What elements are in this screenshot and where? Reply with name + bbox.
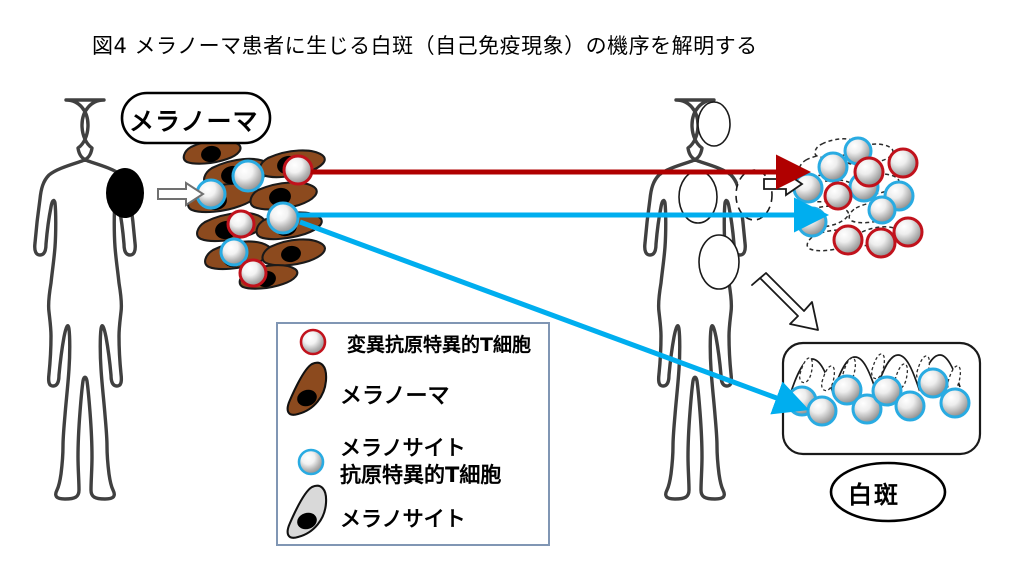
vitiligo-callout-label: 白斑 xyxy=(848,481,900,509)
vitiligo-callout-bubble xyxy=(829,461,947,523)
abdomen-patch xyxy=(698,234,740,290)
tcell-spheres-in-skin-cluster xyxy=(792,136,924,259)
legend-label-melanocyte: メラノサイト xyxy=(340,507,466,531)
legend-panel xyxy=(276,322,550,546)
legend-label-mutant-antigen-tcell: 変異抗原特異的T細胞 xyxy=(347,334,531,356)
patient-with-melanoma xyxy=(33,98,144,501)
melanocyte-antigen-tcell-to-skin-arrow xyxy=(299,219,810,415)
figure-title: 図4 メラノーマ患者に生じる白斑（自己免疫現象）の機序を解明する xyxy=(92,34,758,58)
legend-label-melanocyte-tcell-line2: 抗原特異的T細胞 xyxy=(340,463,502,487)
brown-spindle-cell-icon xyxy=(286,361,328,416)
legend-label-melanoma: メラノーマ xyxy=(340,384,450,409)
head-patch xyxy=(697,101,731,147)
melanoma-callout-bubble xyxy=(120,91,272,145)
black-melanoma-lesion-on-shoulder xyxy=(106,168,144,218)
legend-label-melanocyte-tcell-line1: メラノサイト xyxy=(340,436,466,460)
red-ringed-sphere-icon xyxy=(299,328,327,356)
skin-cross-section-panel xyxy=(781,341,982,456)
depigmented-skin-cell-cluster xyxy=(792,136,924,259)
patient-with-vitiligo xyxy=(643,98,773,501)
lesion-to-tumor-arrow xyxy=(157,181,205,207)
gray-spindle-cell-icon xyxy=(286,484,328,539)
blue-ringed-sphere-icon xyxy=(297,448,325,476)
melanoma-callout-label: メラノーマ xyxy=(129,107,259,136)
skin-section-pointer-arrow xyxy=(751,272,819,331)
